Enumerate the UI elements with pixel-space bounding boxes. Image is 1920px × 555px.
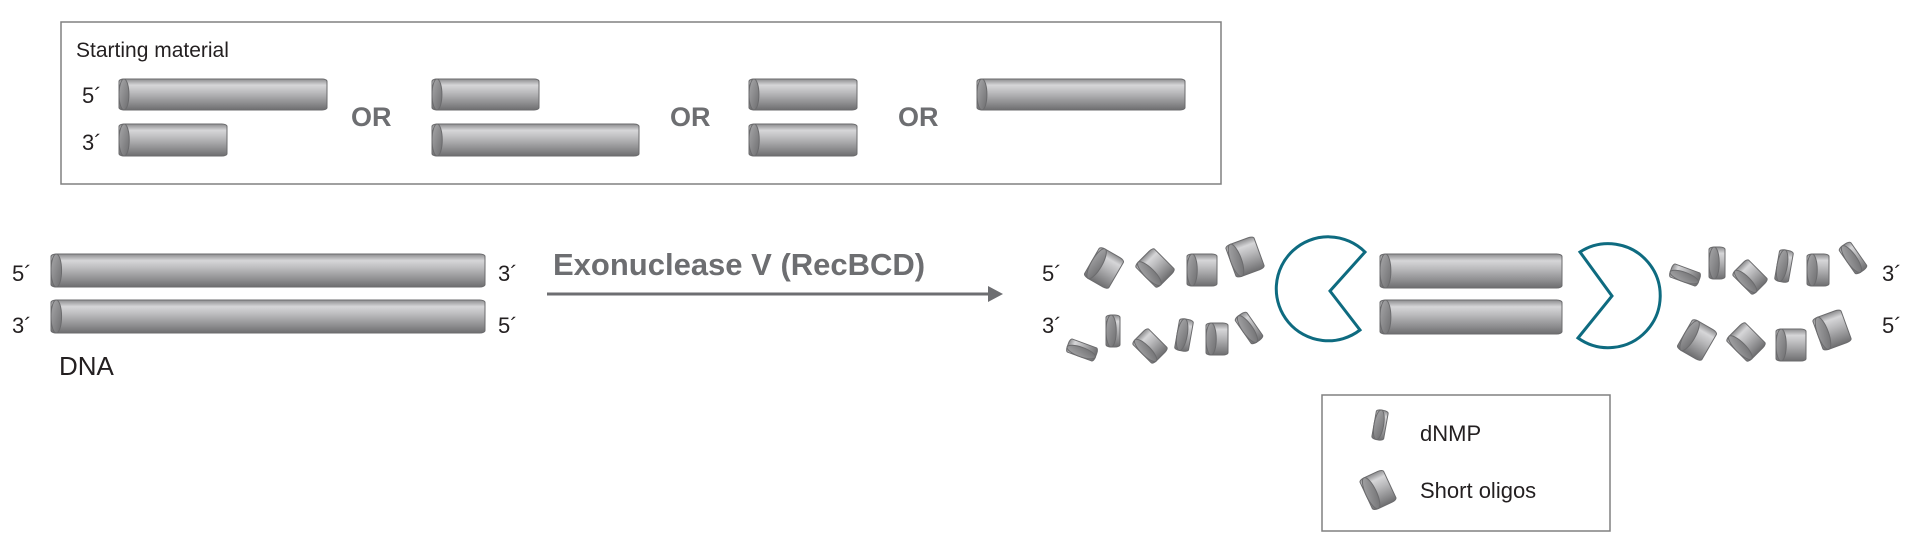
or-label: OR bbox=[670, 102, 711, 132]
starting-material-box bbox=[60, 21, 1222, 185]
dna-strand bbox=[118, 78, 328, 111]
dna-strand bbox=[431, 123, 640, 157]
dna-strand-bottom bbox=[50, 299, 486, 334]
dnmp-fragment-icon bbox=[1774, 249, 1794, 283]
dna-5-prime-right: 5´ bbox=[498, 313, 518, 338]
legend-label-dnmp: dNMP bbox=[1420, 421, 1481, 446]
dna-strand bbox=[118, 123, 228, 157]
short-oligo-fragment-icon bbox=[1186, 253, 1218, 287]
short-oligo-fragment-icon bbox=[1806, 253, 1830, 287]
dnmp-fragment-icon bbox=[1066, 338, 1098, 362]
starting-material-title: Starting material bbox=[76, 39, 229, 62]
dna-strand bbox=[748, 78, 858, 111]
short-oligo-fragment-icon bbox=[1732, 259, 1768, 295]
dna-3-prime-right: 3´ bbox=[498, 261, 518, 286]
product-5-prime-right: 5´ bbox=[1882, 313, 1902, 338]
dna-5-prime-left: 5´ bbox=[12, 261, 32, 286]
product-3-prime-right: 3´ bbox=[1882, 261, 1902, 286]
label-3-prime: 3´ bbox=[82, 130, 102, 155]
or-label: OR bbox=[898, 102, 939, 132]
short-oligo-fragment-icon bbox=[1676, 319, 1718, 361]
arrow-head-icon bbox=[988, 286, 1003, 302]
legend-label-short-oligos: Short oligos bbox=[1420, 478, 1536, 503]
short-oligo-fragment-icon bbox=[1812, 309, 1852, 351]
legend-short-oligo-icon bbox=[1359, 469, 1397, 511]
recbcd-enzyme-left-icon bbox=[1274, 235, 1368, 343]
product-3-prime-left: 3´ bbox=[1042, 313, 1062, 338]
short-oligo-fragment-icon bbox=[1726, 322, 1766, 362]
dna-strand bbox=[431, 78, 540, 111]
dna-strand bbox=[976, 78, 1186, 111]
product-5-prime-left: 5´ bbox=[1042, 261, 1062, 286]
dna-strand bbox=[748, 123, 858, 157]
enzyme-label: Exonuclease V (RecBCD) bbox=[553, 247, 925, 282]
dnmp-fragment-icon bbox=[1669, 263, 1701, 287]
dnmp-fragment-icon bbox=[1234, 311, 1264, 345]
digested-strand-bottom bbox=[1379, 299, 1563, 335]
or-label: OR bbox=[351, 102, 392, 132]
dnmp-fragment-icon bbox=[1174, 318, 1194, 352]
short-oligo-fragment-icon bbox=[1225, 236, 1265, 278]
dna-3-prime-left: 3´ bbox=[12, 313, 32, 338]
dnmp-fragment-icon bbox=[1708, 246, 1726, 280]
label-5-prime: 5´ bbox=[82, 83, 102, 108]
dnmp-fragment-icon bbox=[1838, 241, 1868, 275]
short-oligo-fragment-icon bbox=[1083, 247, 1125, 289]
dna-strand-top bbox=[50, 253, 486, 288]
digested-strand-top bbox=[1379, 253, 1563, 289]
short-oligo-fragment-icon bbox=[1775, 328, 1807, 362]
short-oligo-fragment-icon bbox=[1132, 328, 1168, 364]
recbcd-enzyme-right-icon bbox=[1575, 242, 1662, 350]
legend-dnmp-icon bbox=[1371, 409, 1389, 441]
dna-label: DNA bbox=[59, 351, 115, 381]
short-oligo-fragment-icon bbox=[1205, 322, 1229, 356]
short-oligo-fragment-icon bbox=[1135, 248, 1175, 288]
dnmp-fragment-icon bbox=[1105, 314, 1121, 348]
legend-box bbox=[1321, 394, 1611, 532]
